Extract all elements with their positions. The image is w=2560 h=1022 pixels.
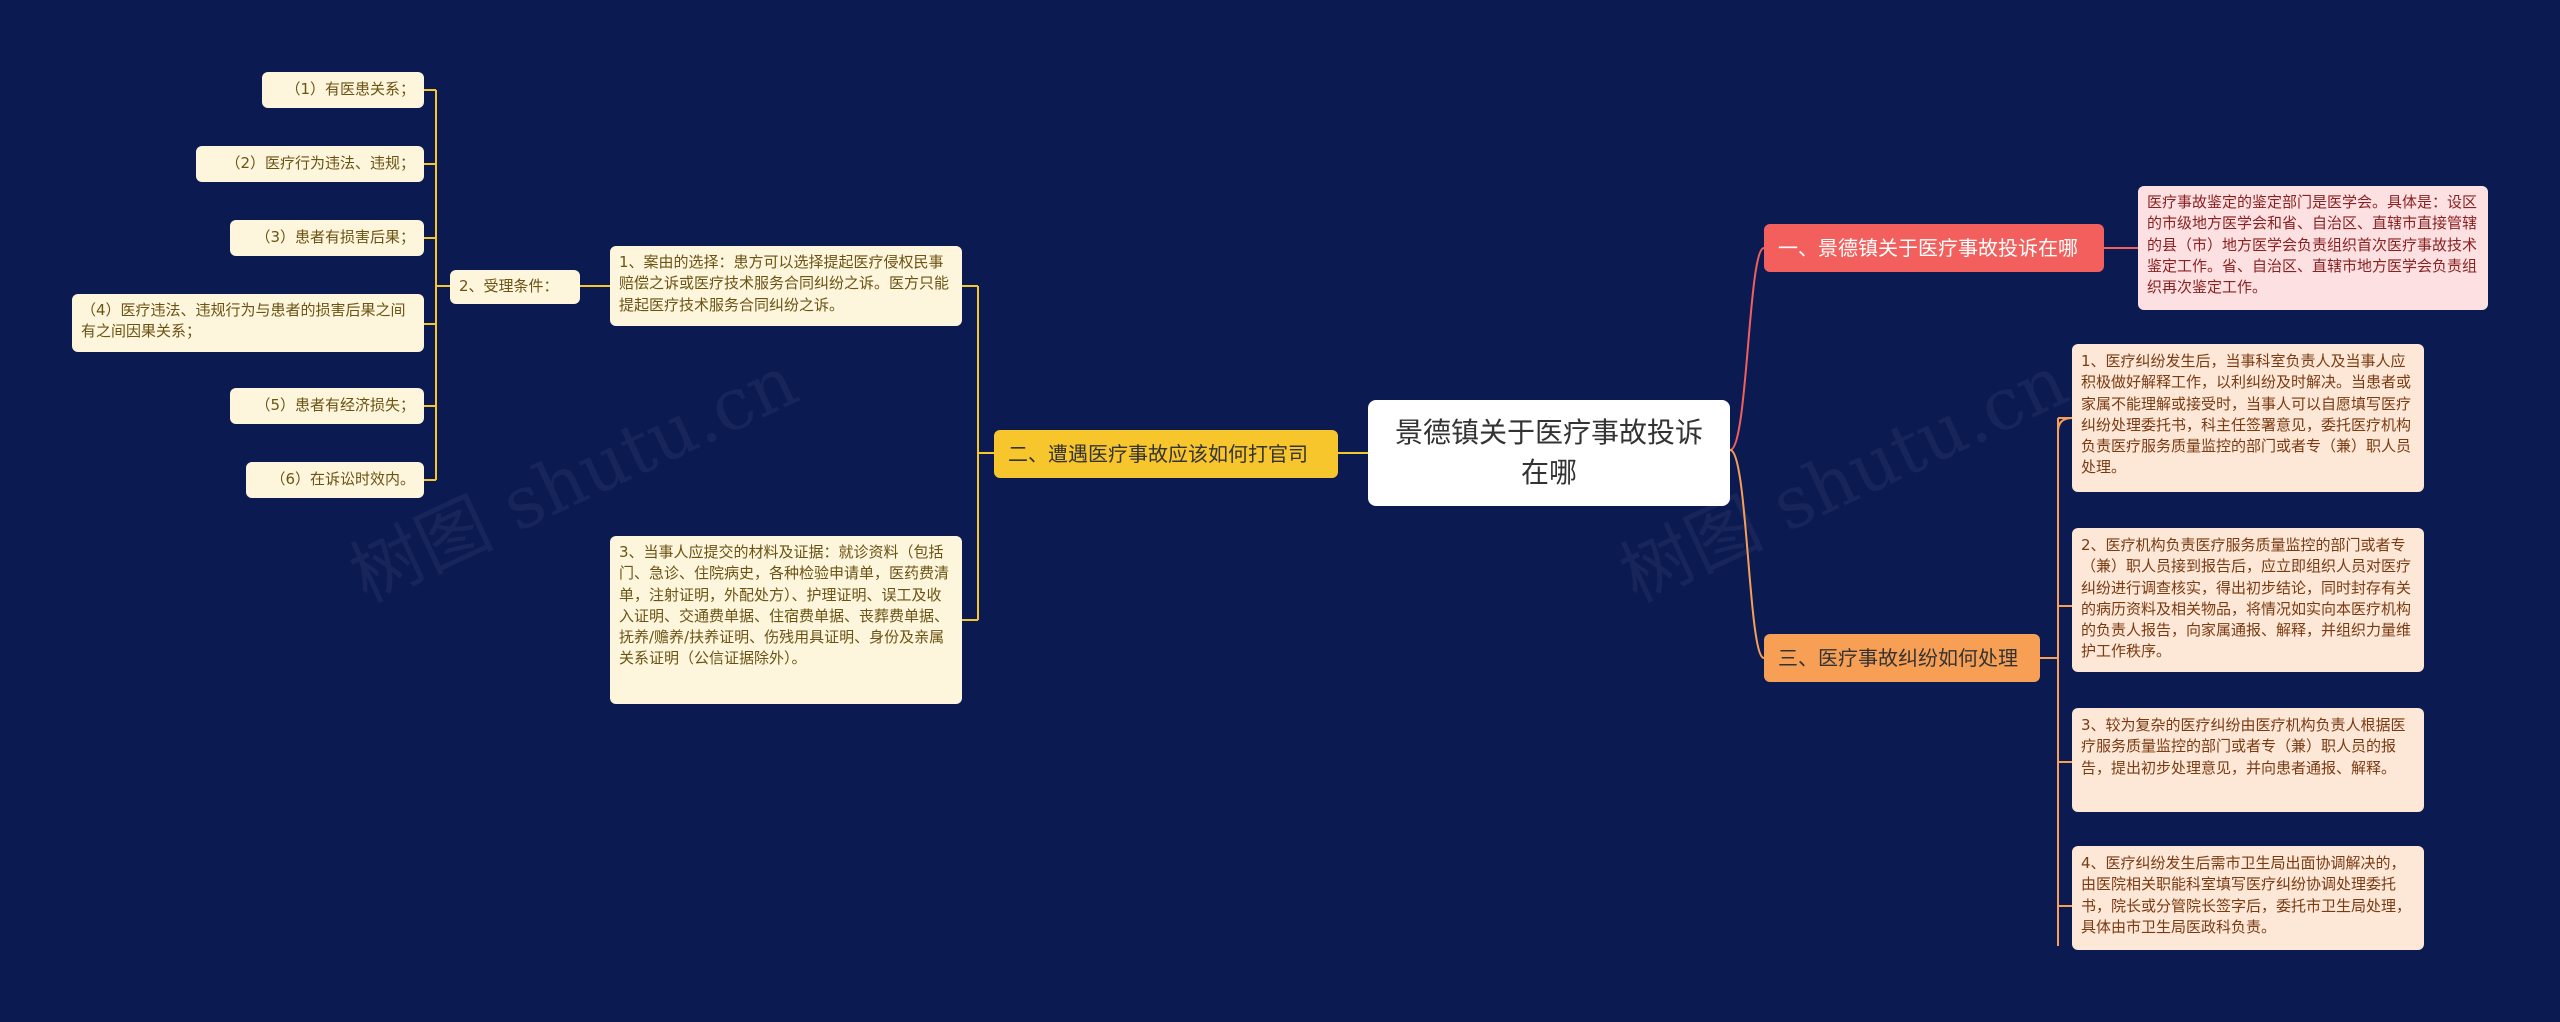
branch-lawsuit-label: 二、遭遇医疗事故应该如何打官司 (1008, 441, 1308, 466)
topic-dispute-step-4-text: 4、医疗纠纷发生后需市卫生局出面协调解决的，由医院相关职能科室填写医疗纠纷协调处… (2081, 854, 2412, 936)
branch-dispute-handling[interactable]: 三、医疗事故纠纷如何处理 (1764, 634, 2040, 682)
topic-appraisal-department[interactable]: 医疗事故鉴定的鉴定部门是医学会。具体是：设区的市级地方医学会和省、自治区、直辖市… (2138, 186, 2488, 310)
condition-item-1-text: （1）有医患关系； (285, 80, 415, 99)
root-topic-label: 景德镇关于医疗事故投诉在哪 (1394, 416, 1703, 489)
topic-dispute-step-3-text: 3、较为复杂的医疗纠纷由医疗机构负责人根据医疗服务质量监控的部门或者专（兼）职人… (2081, 716, 2406, 777)
condition-item-2[interactable]: （2）医疗行为违法、违规； (196, 146, 424, 182)
branch-lawsuit[interactable]: 二、遭遇医疗事故应该如何打官司 (994, 430, 1338, 478)
condition-item-6[interactable]: （6）在诉讼时效内。 (246, 462, 424, 498)
link-branch3-bracket (2040, 417, 2072, 946)
topic-dispute-step-4[interactable]: 4、医疗纠纷发生后需市卫生局出面协调解决的，由医院相关职能科室填写医疗纠纷协调处… (2072, 846, 2424, 950)
topic-dispute-step-3[interactable]: 3、较为复杂的医疗纠纷由医疗机构负责人根据医疗服务质量监控的部门或者专（兼）职人… (2072, 708, 2424, 812)
link-root-branch3 (1729, 449, 1765, 659)
condition-item-4-text: （4）医疗违法、违规行为与患者的损害后果之间有之间因果关系； (81, 301, 406, 341)
topic-dispute-step-1-text: 1、医疗纠纷发生后，当事科室负责人及当事人应积极做好解释工作，以利纠纷及时解决。… (2081, 352, 2412, 477)
condition-item-4[interactable]: （4）医疗违法、违规行为与患者的损害后果之间有之间因果关系； (72, 294, 424, 352)
link-branch3-curve-top (2057, 417, 2073, 433)
topic-evidence-materials-text: 3、当事人应提交的材料及证据：就诊资料（包括门、急诊、住院病史，各种检验申请单，… (619, 543, 950, 668)
condition-item-6-text: （6）在诉讼时效内。 (270, 470, 415, 489)
condition-item-1[interactable]: （1）有医患关系； (262, 72, 424, 108)
branch-complaint-location[interactable]: 一、景德镇关于医疗事故投诉在哪 (1764, 224, 2104, 272)
topic-case-choice[interactable]: 1、案由的选择：患方可以选择提起医疗侵权民事赔偿之诉或医疗技术服务合同纠纷之诉。… (610, 246, 962, 326)
condition-item-5-text: （5）患者有经济损失； (255, 396, 415, 415)
link-branch2-bracket (962, 285, 994, 621)
branch-complaint-location-label: 一、景德镇关于医疗事故投诉在哪 (1778, 235, 2078, 260)
topic-dispute-step-2[interactable]: 2、医疗机构负责医疗服务质量监控的部门或者专（兼）职人员接到报告后，应立即组织人… (2072, 528, 2424, 672)
link-child2-bracket (424, 89, 450, 481)
topic-dispute-step-1[interactable]: 1、医疗纠纷发生后，当事科室负责人及当事人应积极做好解释工作，以利纠纷及时解决。… (2072, 344, 2424, 492)
condition-item-5[interactable]: （5）患者有经济损失； (230, 388, 424, 424)
condition-item-2-text: （2）医疗行为违法、违规； (225, 154, 415, 173)
topic-acceptance-conditions-text: 2、受理条件： (459, 277, 559, 296)
topic-evidence-materials[interactable]: 3、当事人应提交的材料及证据：就诊资料（包括门、急诊、住院病史，各种检验申请单，… (610, 536, 962, 704)
condition-item-3-text: （3）患者有损害后果； (255, 228, 415, 247)
topic-dispute-step-2-text: 2、医疗机构负责医疗服务质量监控的部门或者专（兼）职人员接到报告后，应立即组织人… (2081, 536, 2412, 661)
condition-item-3[interactable]: （3）患者有损害后果； (230, 220, 424, 256)
topic-acceptance-conditions[interactable]: 2、受理条件： (450, 270, 580, 304)
branch-dispute-handling-label: 三、医疗事故纠纷如何处理 (1778, 645, 2018, 670)
topic-case-choice-text: 1、案由的选择：患方可以选择提起医疗侵权民事赔偿之诉或医疗技术服务合同纠纷之诉。… (619, 253, 950, 314)
root-topic[interactable]: 景德镇关于医疗事故投诉在哪 (1368, 400, 1730, 506)
link-root-branch1 (1729, 247, 1765, 451)
topic-appraisal-department-text: 医疗事故鉴定的鉴定部门是医学会。具体是：设区的市级地方医学会和省、自治区、直辖市… (2147, 193, 2478, 297)
